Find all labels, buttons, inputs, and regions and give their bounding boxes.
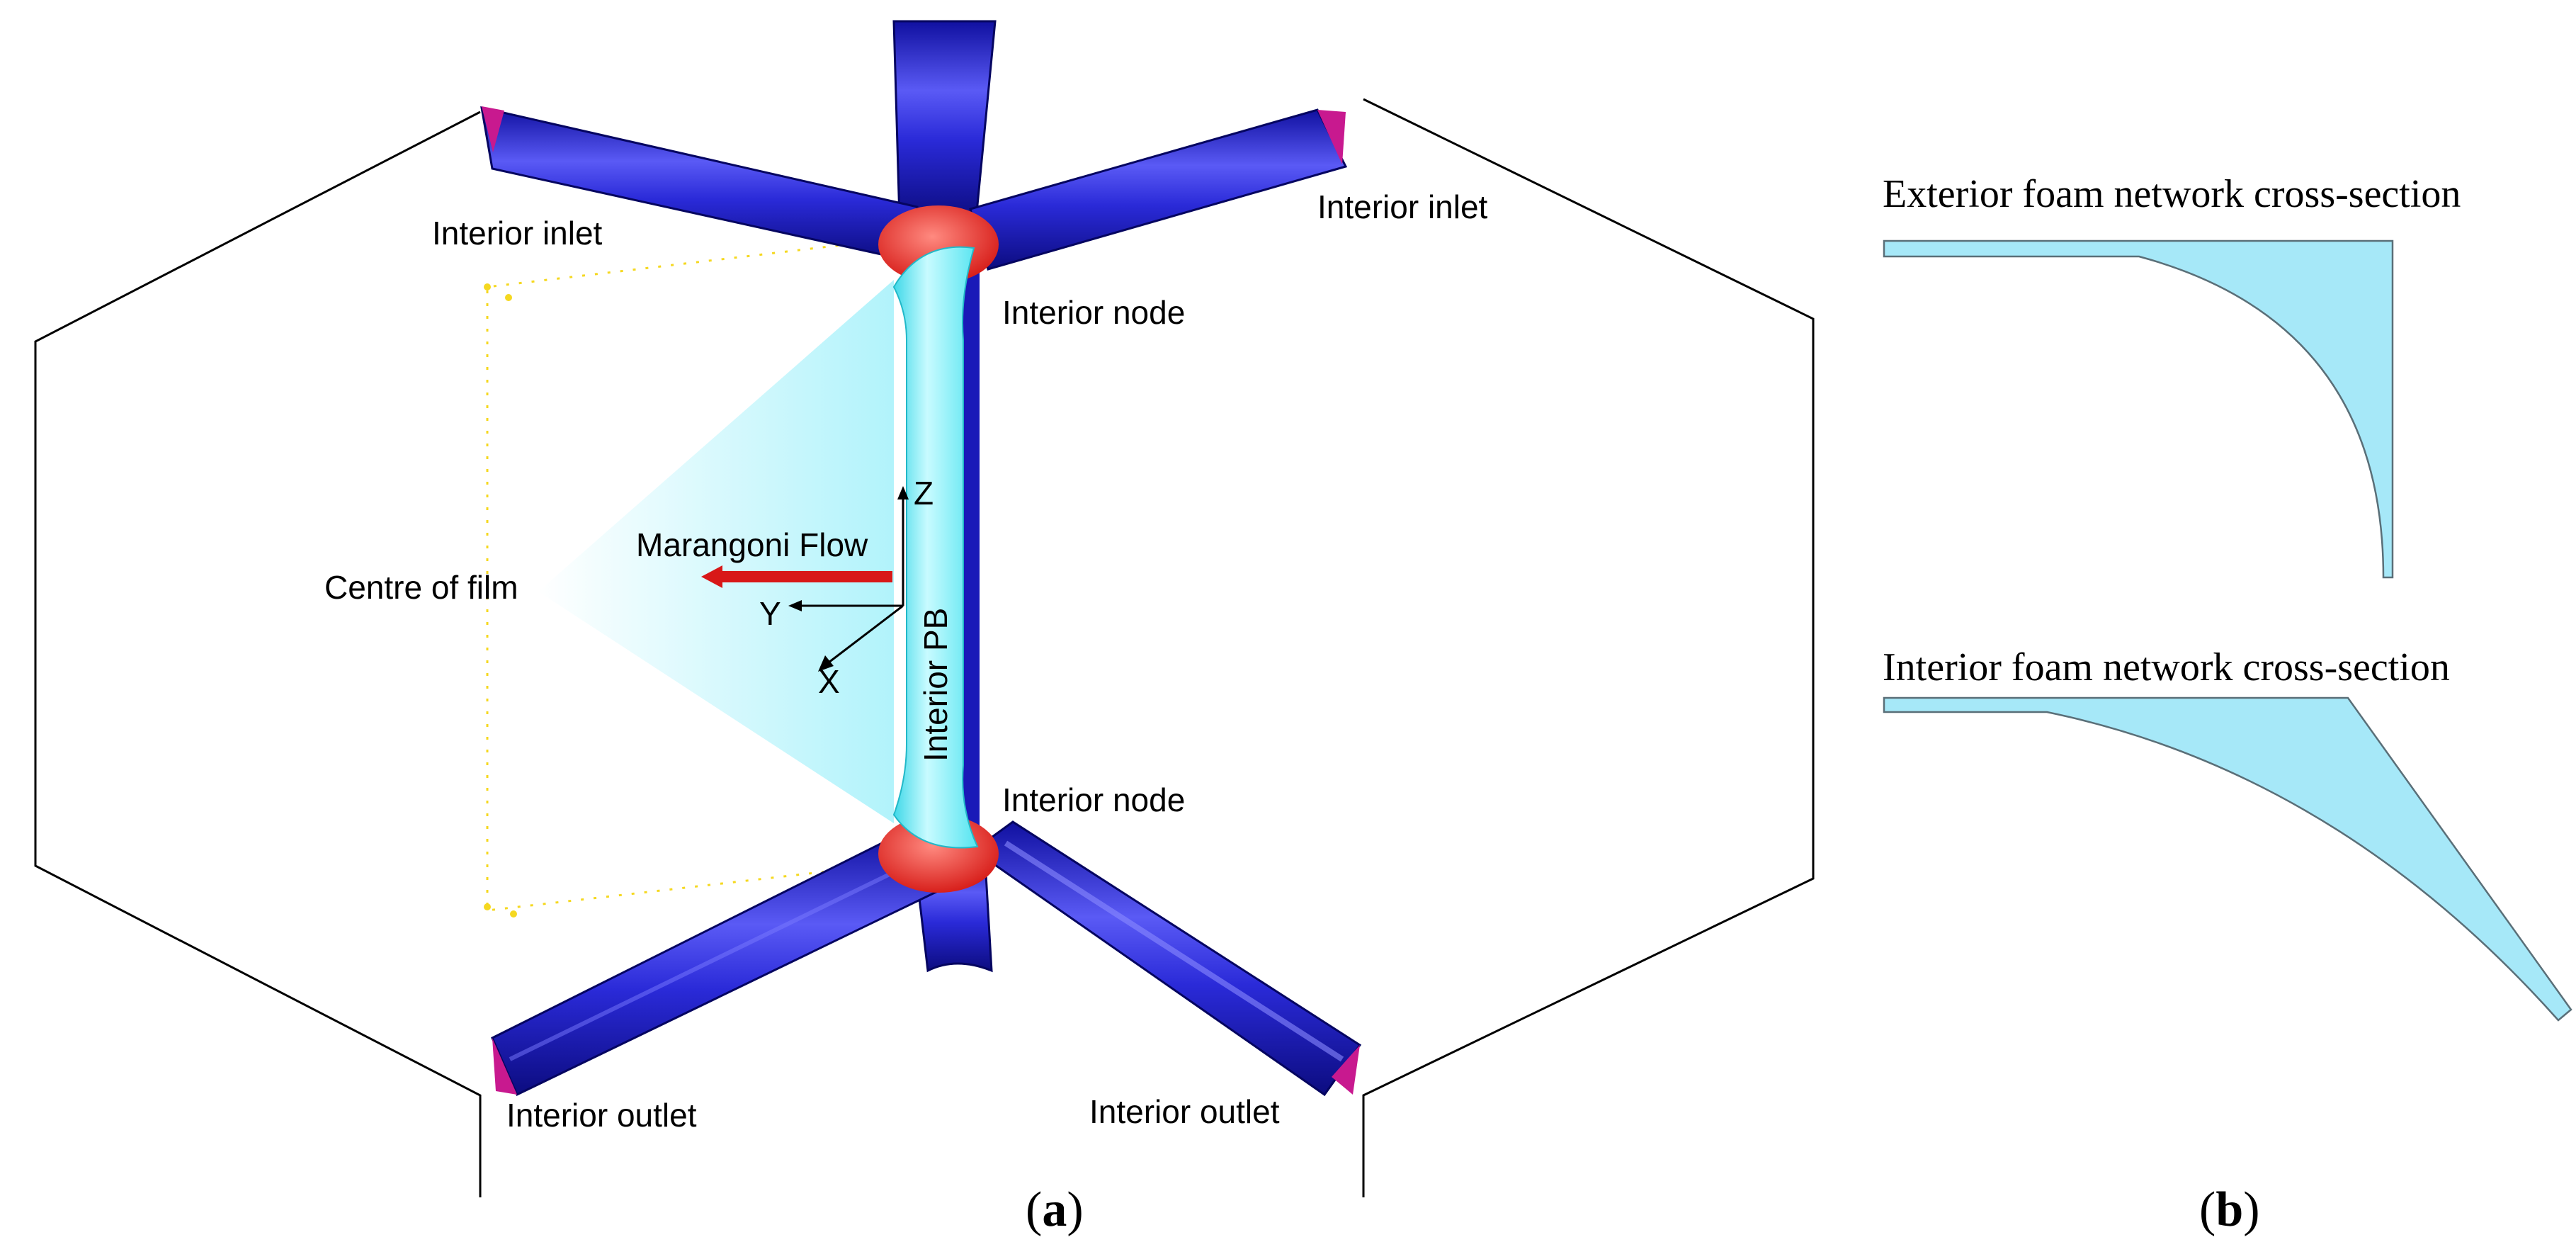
interior-plateau-border (892, 246, 979, 849)
label-marangoni-flow: Marangoni Flow (636, 526, 868, 563)
inlet-tip-right (1317, 110, 1346, 164)
panel-a-letter: a (1042, 1182, 1067, 1237)
label-node-bottom: Interior node (1002, 781, 1185, 818)
label-outlet-left: Interior outlet (506, 1097, 697, 1134)
label-inlet-left: Interior inlet (432, 215, 603, 252)
interior-section-title: Interior foam network cross-section (1883, 645, 2450, 689)
panel-b-paren-close: ) (2243, 1182, 2259, 1237)
vertical-channel-top (892, 20, 997, 221)
axis-y-arrowhead (788, 600, 802, 611)
marangoni-arrow-shaft (722, 571, 892, 582)
label-centre-of-film: Centre of film (324, 569, 518, 606)
panel-b-letter: b (2215, 1182, 2243, 1237)
interior-film (538, 280, 894, 823)
interior-section-shape (1883, 696, 2572, 1022)
hexagon-right-outline (1362, 98, 1815, 1197)
axis-x-arrowhead (818, 655, 834, 672)
axis-z-label: Z (914, 475, 934, 512)
panel-b: Exterior foam network cross-section Inte… (1883, 172, 2572, 1237)
outlet-channel-left (491, 831, 944, 1097)
panel-a-paren-close: ) (1067, 1182, 1083, 1237)
outlet-tip-left (492, 1038, 517, 1095)
film-boundary-dotted (486, 238, 890, 912)
axis-x-label: X (818, 663, 840, 700)
outlet-tip-right (1332, 1045, 1360, 1095)
inlet-channel-right (969, 108, 1348, 271)
label-outlet-right: Interior outlet (1089, 1093, 1280, 1130)
inlet-tip-left (482, 106, 504, 152)
outlet-highlight (1004, 840, 1344, 1062)
panel-b-paren-open: ( (2199, 1182, 2215, 1237)
marangoni-arrow-head (701, 565, 722, 588)
axis-y-label: Y (759, 595, 781, 632)
film-corner-dot (484, 903, 491, 910)
label-interior-pb: Interior PB (917, 608, 954, 762)
exterior-section-title: Exterior foam network cross-section (1883, 172, 2461, 216)
panel-label-b: (b) (2199, 1182, 2260, 1237)
hexagon-left-outline (34, 111, 482, 1197)
panel-label-a: (a) (1026, 1182, 1084, 1237)
film-corner-dot (505, 294, 512, 301)
exterior-section-shape (1883, 239, 2394, 579)
panel-a-paren-open: ( (1026, 1182, 1042, 1237)
panel-a: Interior inlet Interior inlet Interior n… (34, 20, 1815, 1237)
label-node-top: Interior node (1002, 294, 1185, 331)
label-inlet-right: Interior inlet (1317, 188, 1488, 225)
outlet-highlight (509, 859, 919, 1061)
coordinate-axes (788, 486, 909, 672)
film-corner-dot (484, 283, 491, 290)
axis-z-arrowhead (897, 486, 909, 499)
axis-x-line (828, 604, 904, 664)
film-corner-dot (510, 910, 517, 918)
